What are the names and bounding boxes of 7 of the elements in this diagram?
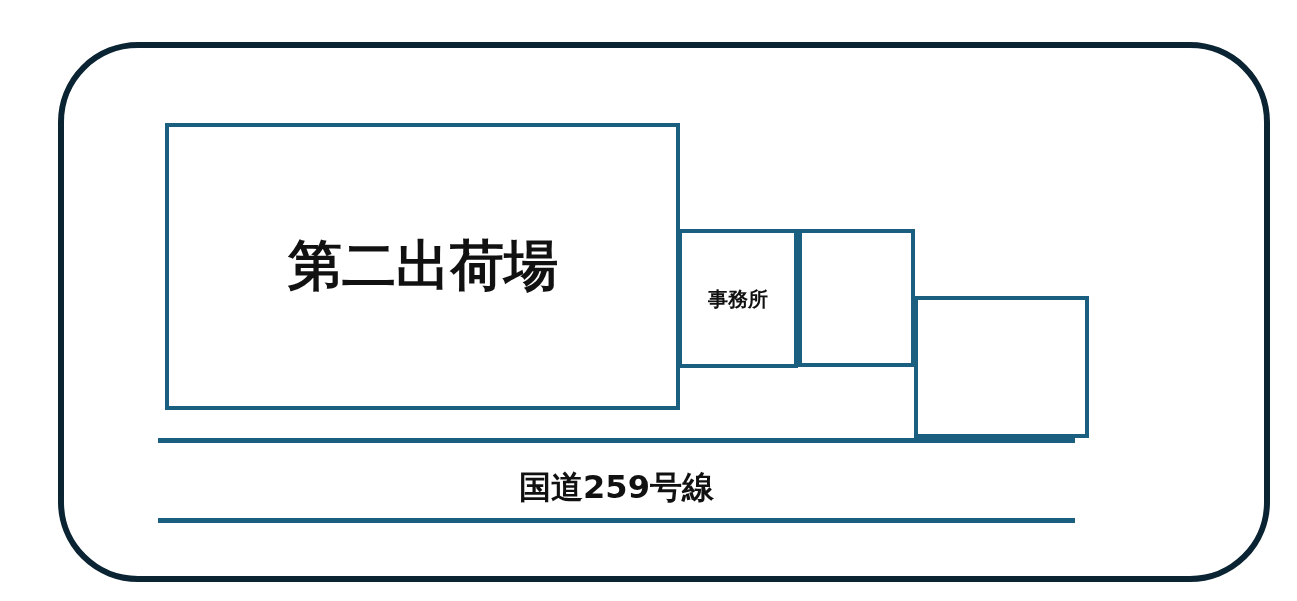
road-label: 国道259号線 <box>518 467 715 508</box>
building-box <box>914 296 1089 438</box>
building-box <box>165 123 680 410</box>
building-name: 事務所 <box>708 286 768 311</box>
building-name: 第二出荷場 <box>287 234 558 299</box>
building-box <box>798 229 915 367</box>
building-box <box>678 229 798 368</box>
